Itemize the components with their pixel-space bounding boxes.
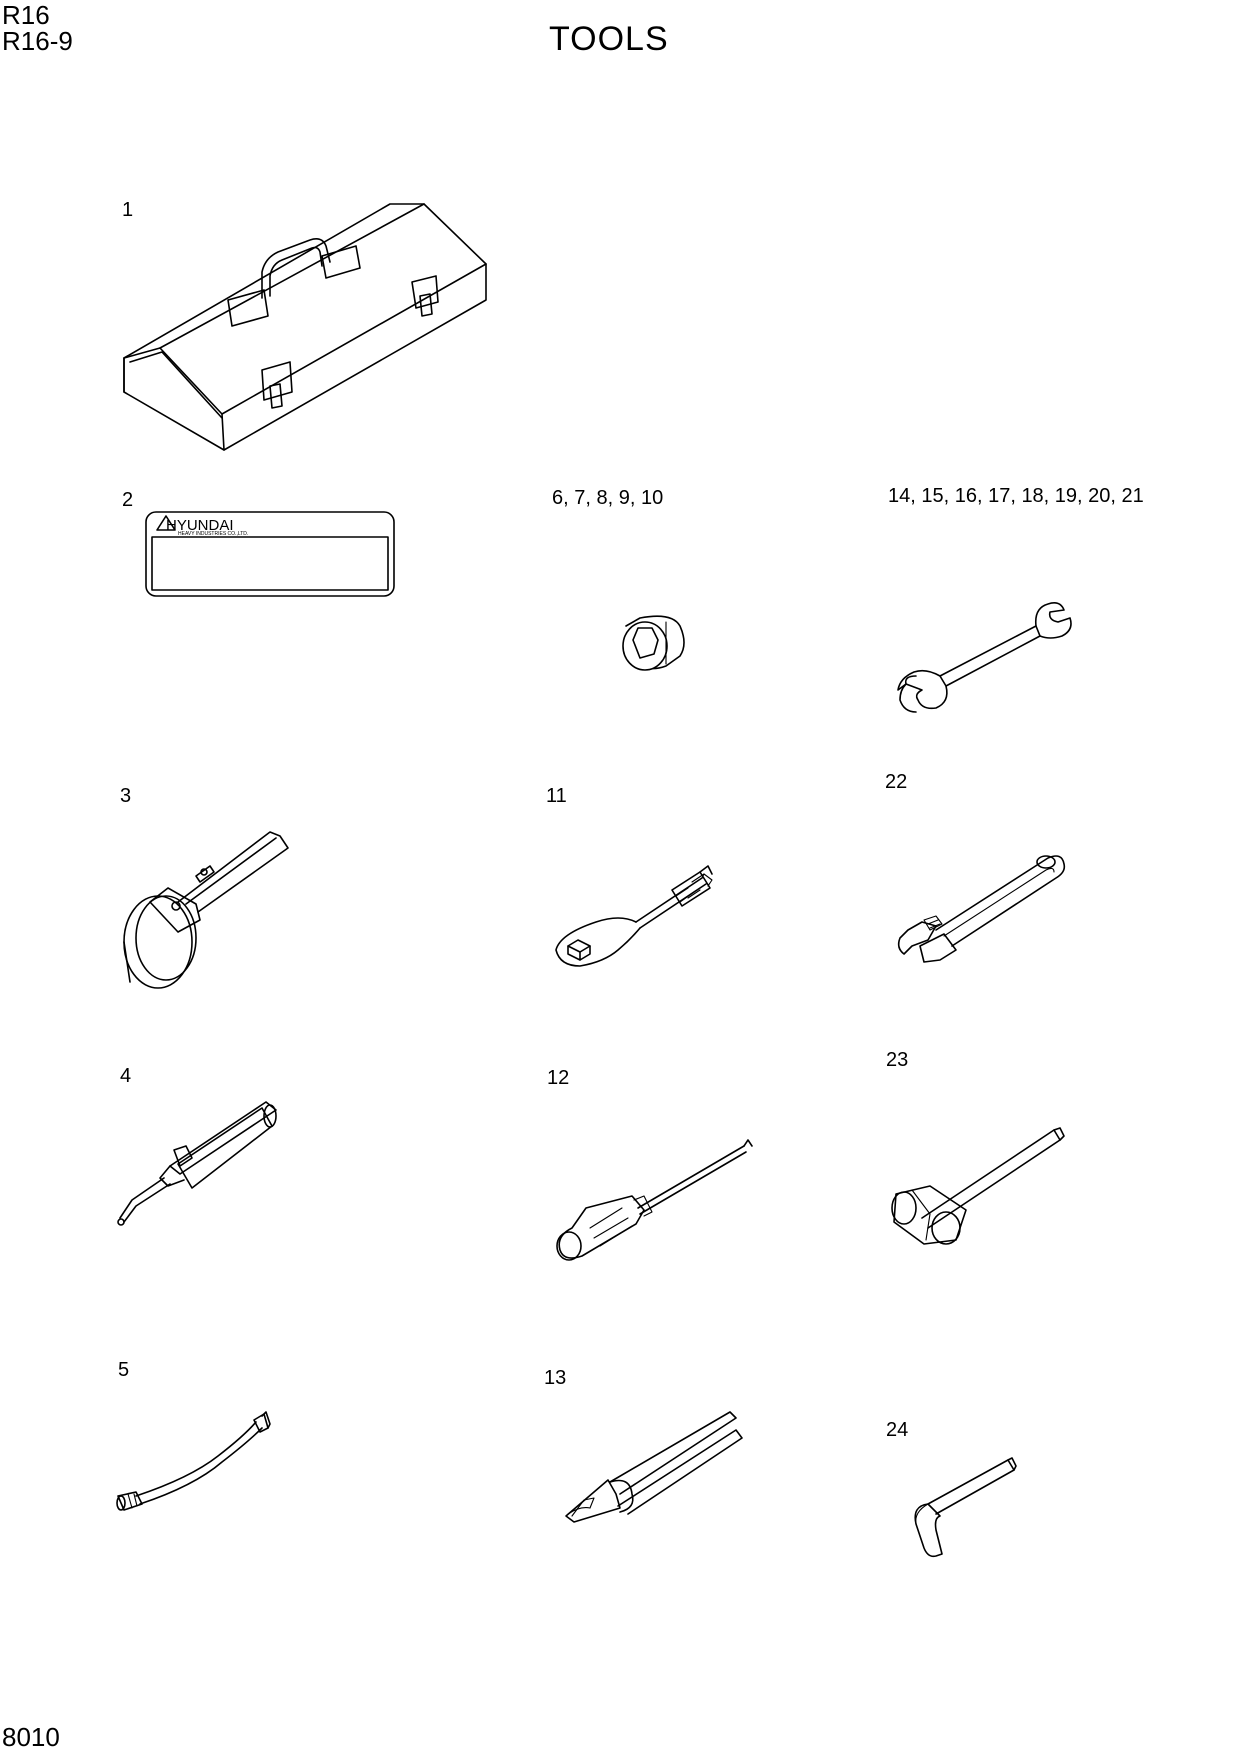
toolbox-icon — [123, 203, 487, 451]
nameplate-icon: HYUNDAI HEAVY INDUSTRIES CO.,LTD. — [145, 511, 395, 597]
page-number: 8010 — [2, 1722, 60, 1752]
item-label-adjustable-wrench: 22 — [885, 771, 908, 793]
grease-hose-icon — [116, 1411, 271, 1511]
item-label-toolbox: 1 — [122, 199, 134, 221]
socket-icon — [622, 615, 685, 671]
model-variant: R16-9 — [2, 26, 73, 56]
grease-gun-icon — [117, 1101, 277, 1226]
item-label-socket: 6, 7, 8, 9, 10 — [552, 487, 664, 509]
item-label-grease-hose: 5 — [118, 1359, 130, 1381]
pliers-icon — [565, 1411, 743, 1523]
item-label-filter-wrench: 3 — [120, 785, 132, 807]
ratchet-handle-icon — [555, 865, 713, 967]
item-label-screwdriver: 12 — [547, 1067, 570, 1089]
item-label-ratchet: 11 — [546, 785, 567, 807]
item-label-grease-gun: 4 — [120, 1065, 132, 1087]
item-label-pliers: 13 — [544, 1367, 567, 1389]
hex-key-icon — [914, 1457, 1017, 1558]
adjustable-wrench-icon — [897, 855, 1066, 963]
nameplate-subtitle: HEAVY INDUSTRIES CO.,LTD. — [178, 531, 248, 537]
nameplate-brand: HYUNDAI — [166, 517, 234, 534]
item-label-nameplate: 2 — [122, 489, 134, 511]
model-code: R16 — [2, 0, 50, 30]
item-label-spanner: 14, 15, 16, 17, 18, 19, 20, 21 — [888, 485, 1144, 507]
open-end-wrench-icon — [897, 602, 1072, 713]
item-label-hex-key: 24 — [886, 1419, 909, 1441]
page-title: TOOLS — [549, 20, 669, 58]
filter-wrench-icon — [123, 831, 289, 989]
hammer-icon — [891, 1127, 1065, 1245]
item-label-hammer: 23 — [886, 1049, 909, 1071]
screwdriver-icon — [556, 1139, 753, 1261]
